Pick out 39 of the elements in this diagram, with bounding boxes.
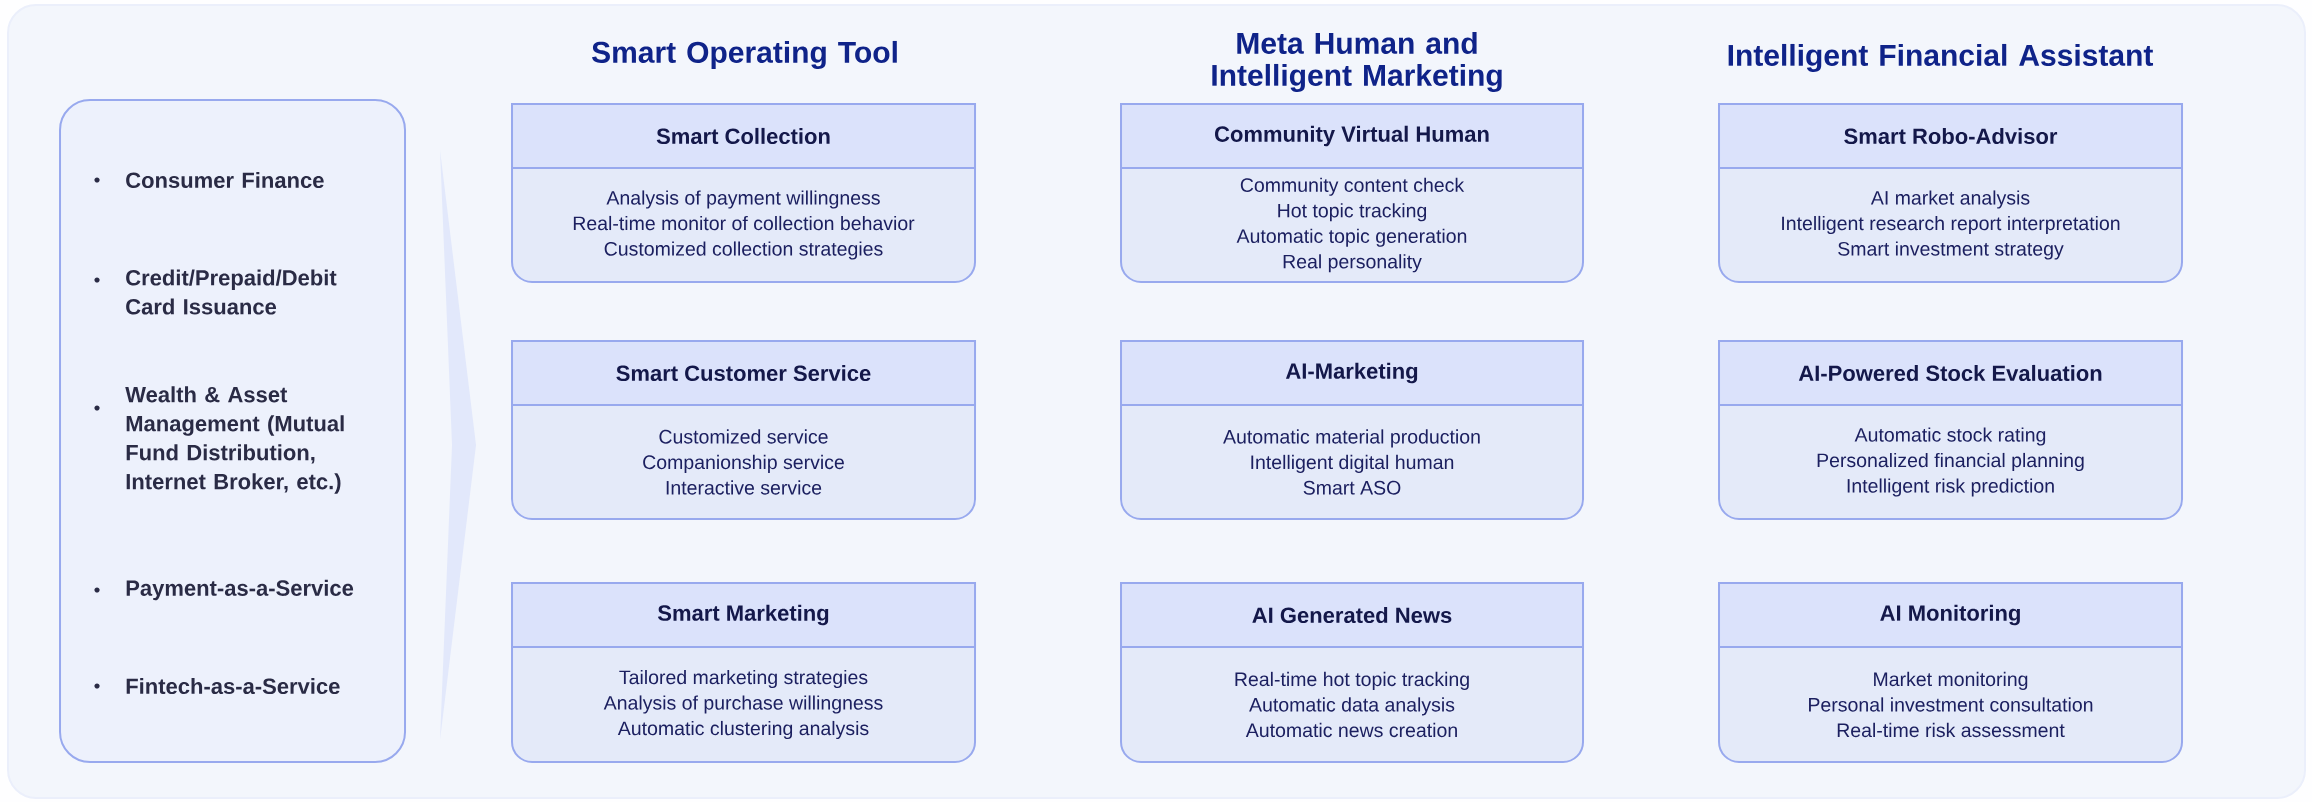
card-header: Smart Marketing [511,582,976,648]
card-header: AI Monitoring [1718,582,2183,648]
feature-card [1718,582,2183,763]
feature-list: Customized service Companionship service Interactive service [643,429,844,495]
node-label: Hot topic tracking [1278,203,1427,222]
card-header: Smart Robo-Advisor [1718,103,2183,169]
card-header: AI Generated News [1120,582,1584,648]
list-item: Fintech-as-a-Service [94,677,340,695]
feature-list: Community content check Hot topic tracking Automatic topic generation Real personality [1236,177,1467,273]
column-title: Smart Operating Tool [592,40,897,70]
node-label: Real personality [1283,254,1422,273]
feature-card [1718,340,2183,520]
card-header: AI-Marketing [1120,340,1584,406]
feature-card [1120,582,1584,763]
list-item: Payment-as-a-Service [94,579,354,601]
node-label: Automatic topic generation [1236,228,1467,247]
list-panel [59,99,406,763]
list-item: Credit/Prepaid/Debit Card Issuance [94,269,337,315]
column-title: Intelligent Financial Assistant [1728,43,2154,73]
feature-list: Market monitoring Personal investment consultation Real-time risk assessment [1809,671,2093,738]
feature-card [1120,340,1584,520]
card-header: Smart Collection [511,103,976,169]
feature-card [1120,103,1584,283]
feature-list: Real-time hot topic tracking Automatic data analysis Automatic news creation [1235,671,1469,738]
card-header: AI-Powered Stock Evaluation [1718,340,2183,406]
card-header: Smart Customer Service [511,340,976,406]
feature-card [1718,103,2183,283]
list-item: Wealth & Asset Management (Mutual Fund Distribution, Internet Broker, etc.) [94,386,344,494]
feature-card [511,340,976,520]
feature-list: Analysis of payment willingness Real-time monitor of collection behavior Customized collection strategies [573,190,915,260]
feature-list: Automatic material production Intelligent digital human Smart ASO [1223,429,1480,495]
feature-list: AI market analysis Intelligent research report interpretation Smart investment strategy [1782,190,2120,260]
card-header: Community Virtual Human [1120,103,1584,169]
feature-list: Automatic stock rating Personalized financial planning Intelligent risk prediction [1817,427,2084,497]
feature-list: Tailored marketing strategies Analysis of purchase willingness Automatic clustering analysis [603,669,883,740]
feature-card [511,582,976,763]
node-label: Community content check [1240,177,1465,196]
list-item: Consumer Finance [94,171,324,189]
feature-card [511,103,976,283]
